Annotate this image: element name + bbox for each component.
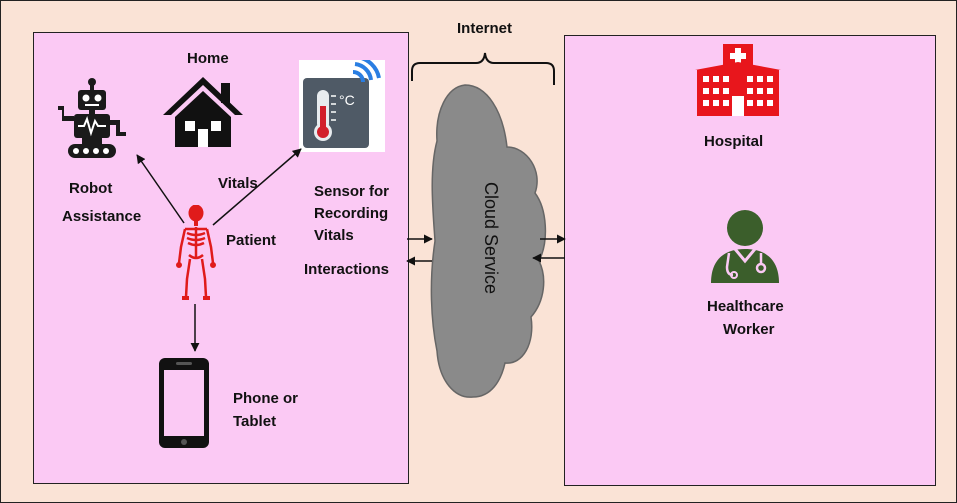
patient-to-sensor-arrow <box>212 148 302 226</box>
svg-text:°C: °C <box>339 92 355 108</box>
thermometer-sensor-icon: °C <box>299 60 385 152</box>
interactions-label: Interactions <box>304 261 390 278</box>
internet-brace <box>411 52 555 85</box>
vitals-label: Vitals <box>218 175 258 192</box>
skeleton-patient-icon <box>176 205 216 300</box>
home-label: Home <box>187 50 229 67</box>
internet-label: Internet <box>457 20 513 37</box>
phone-label-line2: Tablet <box>233 413 277 430</box>
patient-label: Patient <box>226 232 277 249</box>
hospital-icon <box>695 44 781 116</box>
sensor-label-line3: Vitals <box>314 227 354 244</box>
healthcare-worker-label-line1: Healthcare <box>707 298 784 315</box>
robot-label-line2: Assistance <box>62 208 142 225</box>
healthcare-worker-label-line2: Worker <box>723 321 775 338</box>
cloud-icon <box>430 84 547 398</box>
healthcare-worker-icon <box>711 210 779 283</box>
sensor-label-line2: Recording <box>314 205 389 222</box>
robot-icon <box>58 78 126 158</box>
hospital-label: Hospital <box>704 133 764 150</box>
robot-label-line1: Robot <box>69 180 113 197</box>
patient-to-robot-arrow <box>136 154 185 224</box>
smartphone-icon <box>159 358 209 448</box>
house-icon <box>163 77 243 147</box>
phone-label-line1: Phone or <box>233 390 299 407</box>
sensor-label-line1: Sensor for <box>314 183 390 200</box>
